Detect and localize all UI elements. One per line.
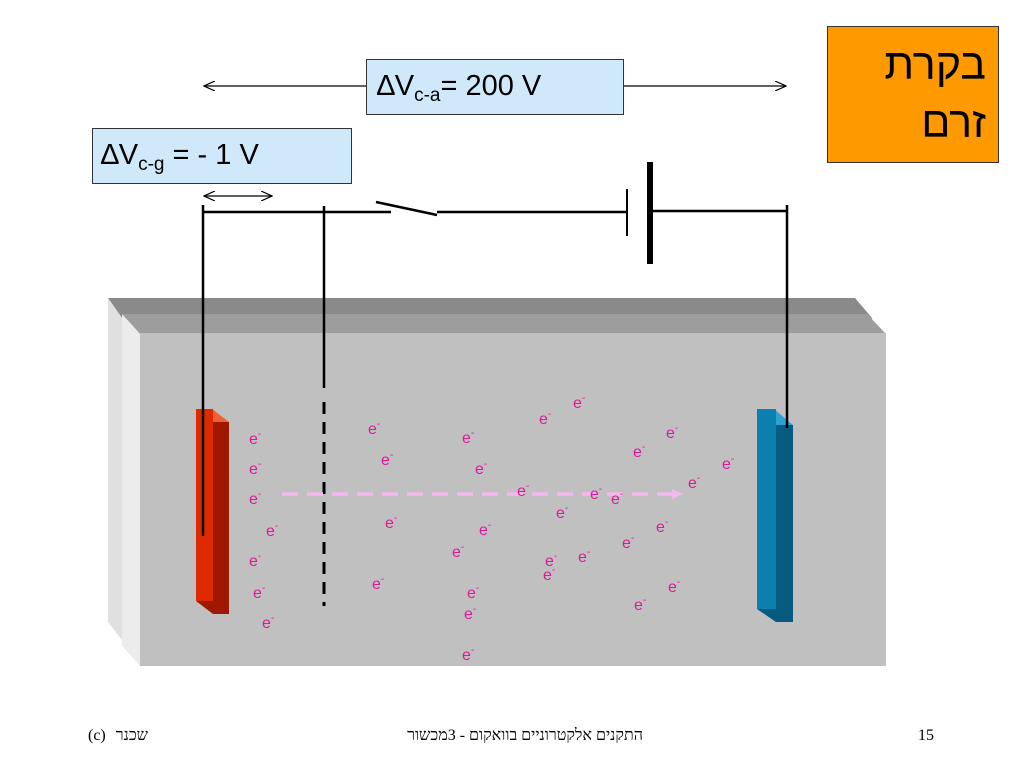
copyright-mark: (c): [88, 727, 106, 744]
electron-label: e-: [464, 604, 476, 623]
electron-label: e-: [372, 574, 384, 593]
subscript-c-g: c-g: [138, 154, 165, 175]
cathode-front: [196, 409, 213, 601]
subscript-c-a: c-a: [414, 85, 441, 106]
electron-label: e-: [656, 517, 668, 536]
electron-label: e-: [462, 645, 474, 664]
electron-label: e-: [462, 428, 474, 447]
cathode: [196, 409, 229, 614]
vca-value: = 200 V: [440, 70, 542, 102]
circuit: [201, 162, 789, 536]
electron-label: e-: [381, 450, 393, 469]
electron-label: e-: [578, 547, 590, 566]
electron-label: e-: [539, 409, 551, 428]
delta-v-symbol: ∆V: [377, 70, 415, 102]
electron-label: e-: [722, 454, 734, 473]
tube-back-top: [108, 298, 872, 318]
electron-label: e-: [688, 473, 700, 492]
cathode-bottom: [196, 601, 213, 614]
electron-label: e-: [249, 459, 261, 478]
electrons: e-e-e-e-e-e-e-e-e-e-e-e-e-e-e-e-e-e-e-e-…: [249, 393, 734, 664]
delta-v-symbol: ∆V: [101, 139, 139, 171]
electron-label: e-: [249, 551, 261, 570]
electron-label: e-: [249, 489, 261, 508]
electron-label: e-: [249, 429, 261, 448]
electron-label: e-: [479, 520, 491, 539]
tube-top: [122, 314, 886, 334]
title-line-1: בקרת: [884, 41, 986, 89]
voltage-cathode-anode-label: ∆Vc-a= 200 V: [366, 59, 624, 115]
electron-label: e-: [467, 583, 479, 602]
electron-label: e-: [368, 419, 380, 438]
electron-label: e-: [668, 577, 680, 596]
footer-course-title: התקנים אלקטרוניים בוואקום - 3מכשור: [407, 727, 643, 744]
electron-label: e-: [590, 484, 602, 503]
anode-bottom: [757, 609, 776, 622]
electron-label: e-: [543, 565, 555, 584]
page-number: 15: [918, 727, 934, 744]
electron-label: e-: [262, 613, 274, 632]
electron-label: e-: [253, 583, 265, 602]
electron-label: e-: [266, 521, 278, 540]
anode-front: [757, 409, 776, 609]
electron-label: e-: [573, 393, 585, 412]
electron-label: e-: [452, 542, 464, 561]
tube-left-side: [122, 314, 140, 666]
electron-label: e-: [385, 513, 397, 532]
footer-author: שכנר: [115, 727, 148, 744]
electron-label: e-: [475, 459, 487, 478]
cathode-side: [213, 422, 229, 614]
electron-label: e-: [666, 423, 678, 442]
electron-label: e-: [634, 595, 646, 614]
electron-label: e-: [556, 503, 568, 522]
anode: [757, 409, 793, 622]
electron-label: e-: [517, 481, 529, 500]
title-line-2: זרם: [921, 99, 986, 147]
footer-copyright: (c) שכנר: [88, 727, 148, 745]
slide-title: בקרת זרם: [827, 26, 999, 163]
electron-label: e-: [611, 489, 623, 508]
electron-label: e-: [633, 442, 645, 461]
tube-back-left: [108, 298, 122, 640]
switch-blade: [375, 200, 438, 217]
voltage-cathode-grid-label: ∆Vc-g = - 1 V: [92, 128, 352, 184]
anode-side: [776, 425, 793, 622]
electron-label: e-: [545, 551, 557, 570]
electron-label: e-: [622, 533, 634, 552]
vcg-value: = - 1 V: [164, 139, 259, 171]
